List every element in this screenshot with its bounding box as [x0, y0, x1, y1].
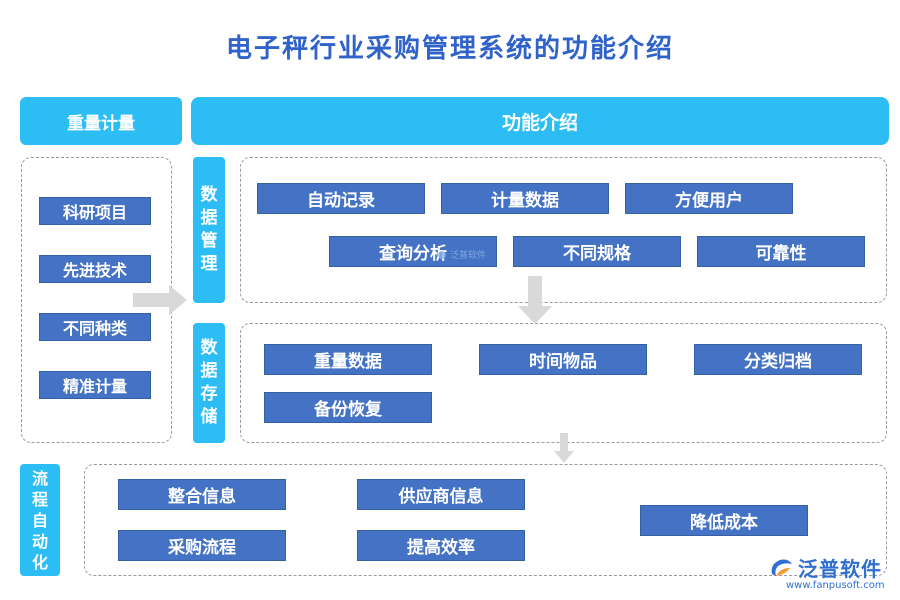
brand-logo-icon	[771, 559, 792, 576]
dm-item-auto-record: 自动记录	[257, 183, 425, 214]
dm-item-specs: 不同规格	[513, 236, 681, 267]
data-management-panel	[240, 157, 887, 303]
pa-item-integrate: 整合信息	[118, 479, 286, 510]
left-item-research: 科研项目	[39, 197, 151, 225]
watermark-small: 泛普软件	[437, 248, 486, 261]
right-arrow-icon	[133, 285, 187, 315]
data-management-label: 数 据 管 理	[193, 157, 225, 303]
brand-name: 泛普软件	[798, 557, 882, 581]
pa-item-supplier: 供应商信息	[357, 479, 525, 510]
dm-item-convenient: 方便用户	[625, 183, 793, 214]
feature-intro-header: 功能介绍	[191, 97, 889, 145]
brand-watermark: 泛普软件	[768, 553, 882, 582]
pa-item-cost: 降低成本	[640, 505, 808, 536]
pa-item-efficiency: 提高效率	[357, 530, 525, 561]
dm-item-measure-data: 计量数据	[441, 183, 609, 214]
dm-item-query: 查询分析	[329, 236, 497, 267]
process-automation-label: 流 程 自 动 化	[20, 464, 60, 576]
page-title: 电子秤行业采购管理系统的功能介绍	[225, 34, 674, 64]
dm-item-reliability: 可靠性	[697, 236, 865, 267]
weight-measurement-header: 重量计量	[20, 97, 182, 145]
down-arrow-icon	[518, 276, 552, 324]
brand-logo-icon	[438, 250, 446, 259]
data-storage-label: 数 据 存 储	[193, 323, 225, 443]
left-item-technology: 先进技术	[39, 255, 151, 283]
data-storage-panel	[240, 323, 887, 443]
brand-url: www.fanpusoft.com	[786, 580, 885, 591]
ds-item-backup: 备份恢复	[264, 392, 432, 423]
left-item-types: 不同种类	[39, 313, 151, 341]
left-item-precision: 精准计量	[39, 371, 151, 399]
ds-item-weight-data: 重量数据	[264, 344, 432, 375]
ds-item-time-goods: 时间物品	[479, 344, 647, 375]
watermark-small-text: 泛普软件	[450, 251, 487, 261]
pa-item-procurement: 采购流程	[118, 530, 286, 561]
down-arrow-small-icon	[554, 433, 574, 463]
ds-item-archive: 分类归档	[694, 344, 862, 375]
